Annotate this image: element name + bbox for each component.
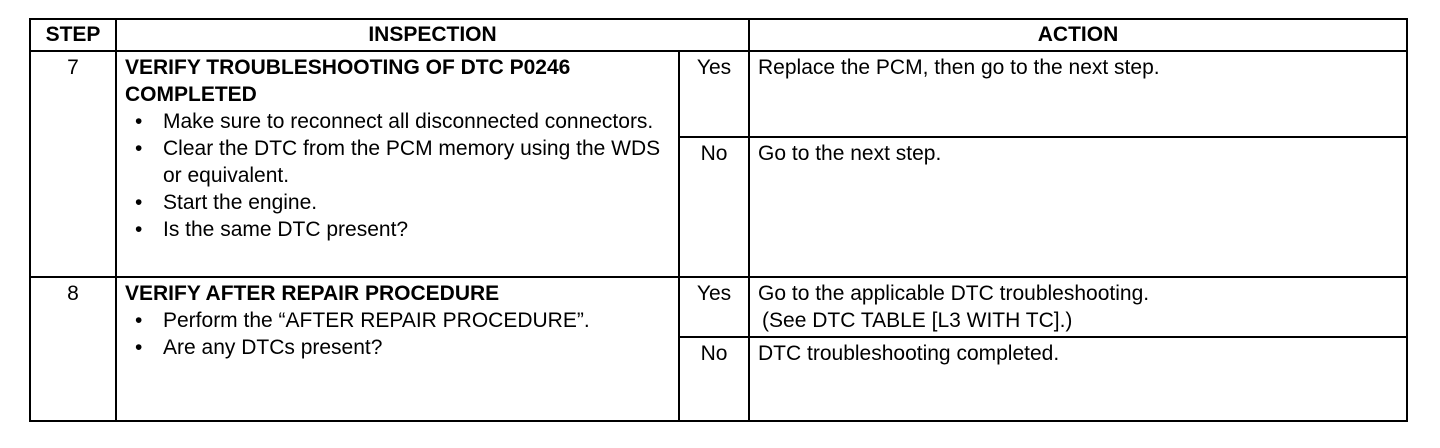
inspection-cell: VERIFY AFTER REPAIR PROCEDURE •Perform t… [115,276,680,422]
header-action: ACTION [748,18,1409,52]
bullet-icon: • [135,336,143,359]
header-inspection: INSPECTION [114,18,751,52]
bullet-icon: • [135,309,143,332]
step-number: 7 [29,50,117,278]
inspection-bullet-list: •Perform the “AFTER REPAIR PROCEDURE”. •… [125,307,670,361]
header-step: STEP [29,18,117,52]
header-row: STEP INSPECTION ACTION [29,18,1409,52]
list-item: •Is the same DTC present? [135,218,409,241]
list-item: •Clear the DTC from the PCM memory using… [135,137,661,187]
no-label: No [677,336,751,422]
bullet-icon: • [135,191,143,214]
table-row: No DTC troubleshooting completed. [30,336,1409,422]
yes-label: Yes [677,276,751,338]
no-action: DTC troubleshooting completed. [748,336,1409,422]
step-number: 8 [29,276,117,422]
yes-action: Replace the PCM, then go to the next ste… [748,50,1409,138]
no-action: Go to the next step. [748,136,1409,278]
table-row: No Go to the next step. [30,136,1409,278]
inspection-bullet-list: •Make sure to reconnect all disconnected… [125,108,670,243]
list-item: •Are any DTCs present? [135,336,383,359]
list-item: •Perform the “AFTER REPAIR PROCEDURE”. [135,309,590,332]
list-item: •Make sure to reconnect all disconnected… [135,110,654,133]
list-item: •Start the engine. [135,191,318,214]
inspection-title: VERIFY AFTER REPAIR PROCEDURE [125,282,500,305]
yes-action: Go to the applicable DTC troubleshooting… [748,276,1409,338]
yes-label: Yes [677,50,751,138]
procedure-table-wrapper: STEP INSPECTION ACTION 7 VERIFY TROUBLES… [29,18,1409,422]
table-row: 8 VERIFY AFTER REPAIR PROCEDURE •Perform… [29,276,1409,422]
bullet-icon: • [135,110,143,133]
no-label: No [677,136,751,278]
bullet-icon: • [135,137,143,160]
action-note: (See DTC TABLE [L3 WITH TC].) [762,309,1073,332]
troubleshooting-table: STEP INSPECTION ACTION 7 VERIFY TROUBLES… [29,18,1409,422]
bullet-icon: • [135,218,143,241]
